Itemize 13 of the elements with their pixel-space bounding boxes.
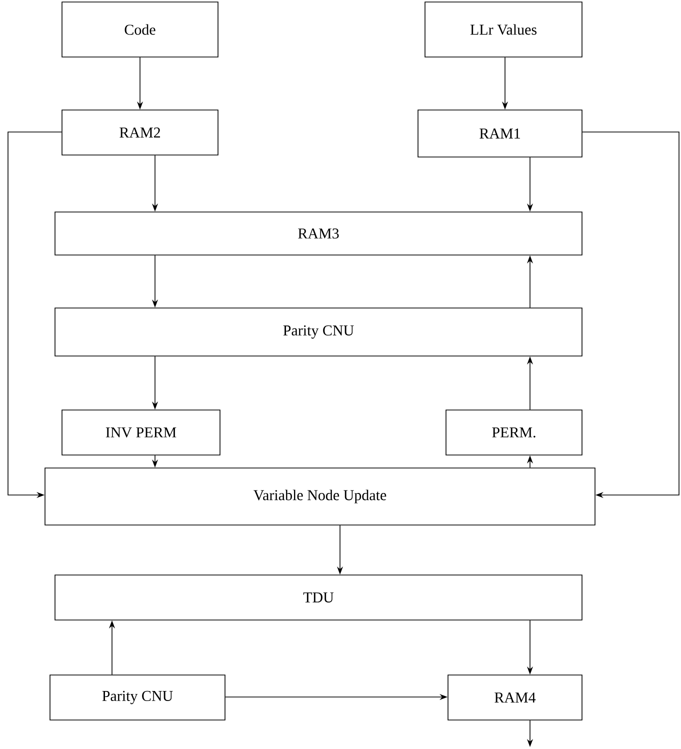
process-box: RAM1 xyxy=(418,110,582,158)
process-box: PERM. xyxy=(446,410,582,456)
process-box: Parity CNU xyxy=(54,308,582,356)
process-box: Parity CNU xyxy=(50,674,226,720)
process-box: INV PERM xyxy=(62,410,220,456)
process-box: LLr Values xyxy=(424,2,582,58)
arrow xyxy=(582,132,680,498)
process-box: TDU xyxy=(54,574,582,620)
process-box: RAM4 xyxy=(448,674,582,720)
process-box: RAM3 xyxy=(54,212,582,256)
process-box: RAM2 xyxy=(62,110,218,156)
process-box: Code xyxy=(62,2,218,58)
process-box: Variable Node Update xyxy=(44,468,596,526)
